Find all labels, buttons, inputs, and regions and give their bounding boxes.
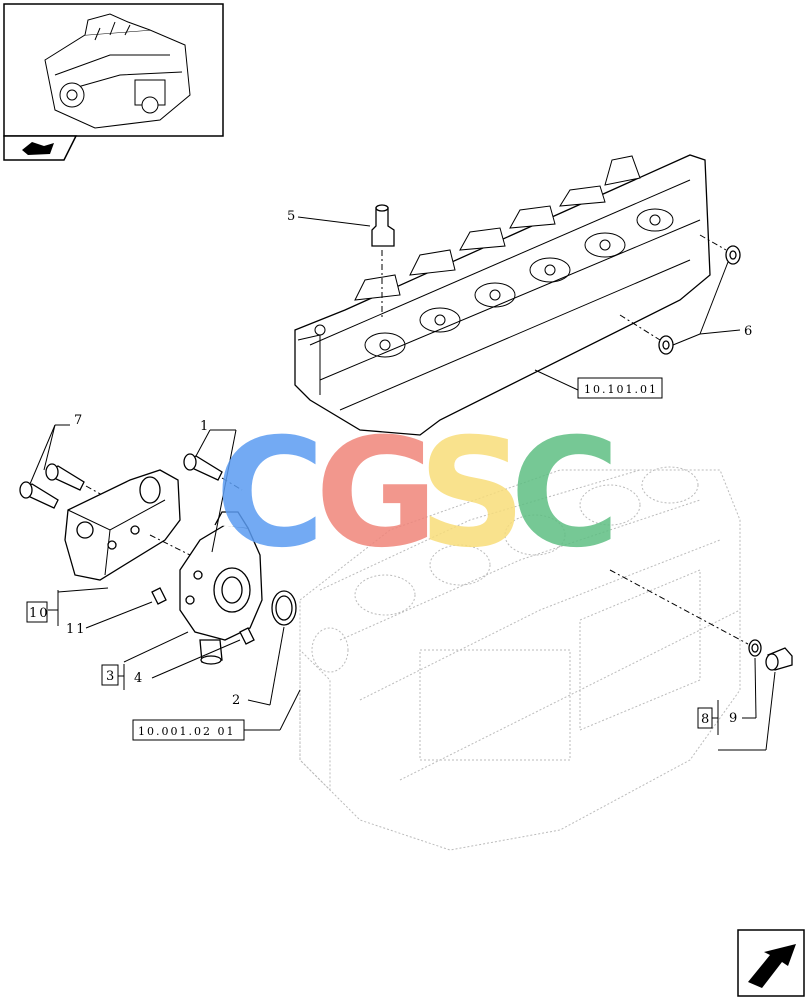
ref-cylinder-head-label: 10.101.01 bbox=[584, 383, 658, 396]
view-marker-icon[interactable] bbox=[3, 135, 78, 161]
plug-part-9[interactable] bbox=[609, 569, 793, 671]
callout-6[interactable]: 6 bbox=[744, 324, 754, 339]
pin-part-4[interactable] bbox=[239, 627, 255, 645]
bracket-part-10[interactable] bbox=[64, 469, 201, 581]
callout-10-box[interactable]: 10 bbox=[26, 601, 50, 623]
callout-11[interactable]: 11 bbox=[66, 622, 87, 637]
pin-part-11[interactable] bbox=[151, 587, 167, 605]
callout-3: 3 bbox=[106, 669, 116, 684]
seal-part-6[interactable] bbox=[619, 234, 741, 355]
callout-1[interactable]: 1 bbox=[200, 419, 210, 434]
ref-engine-block-label: 10.001.02 01 bbox=[138, 725, 235, 738]
watermark-letter-4: C bbox=[510, 407, 620, 581]
callout-8-box[interactable]: 8 bbox=[697, 707, 713, 729]
ref-box-engine-block[interactable]: 10.001.02 01 bbox=[132, 719, 245, 741]
leader-lines bbox=[29, 216, 776, 751]
watermark: C G S C bbox=[215, 407, 620, 581]
watermark-letter-2: G bbox=[315, 407, 438, 581]
callout-8: 8 bbox=[701, 712, 711, 727]
watermark-letter-3: S bbox=[418, 407, 526, 581]
ref-box-cylinder-head[interactable]: 10.101.01 bbox=[577, 377, 663, 399]
callout-10: 10 bbox=[29, 606, 50, 621]
callout-3-box[interactable]: 3 bbox=[101, 664, 119, 686]
engine-thumbnail-icon[interactable] bbox=[3, 3, 224, 137]
bolt-part-1[interactable] bbox=[183, 453, 243, 491]
callout-5[interactable]: 5 bbox=[287, 209, 297, 224]
fitting-part-5[interactable] bbox=[371, 204, 395, 320]
callout-7[interactable]: 7 bbox=[74, 413, 84, 428]
cylinder-head[interactable] bbox=[294, 154, 711, 436]
arrow-left-down-icon[interactable] bbox=[737, 929, 805, 997]
thermostat-housing-part-3[interactable] bbox=[179, 511, 263, 665]
callout-9[interactable]: 9 bbox=[729, 711, 739, 726]
gasket-part-2[interactable] bbox=[271, 590, 297, 626]
watermark-letter-1: C bbox=[215, 407, 325, 581]
engine-block-ghost bbox=[299, 466, 741, 851]
callout-4[interactable]: 4 bbox=[134, 671, 144, 686]
callout-2[interactable]: 2 bbox=[232, 693, 242, 708]
